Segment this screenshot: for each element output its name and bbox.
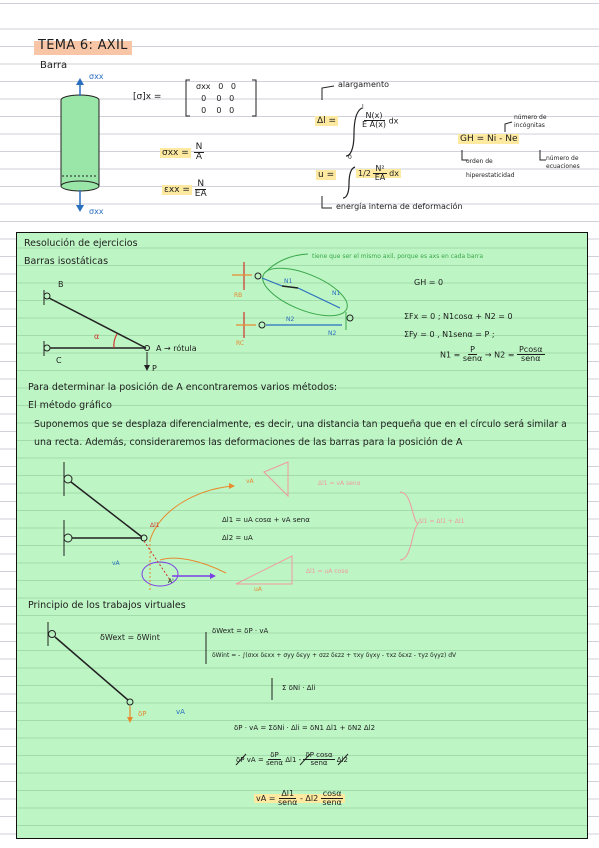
methods-intro: Para determinar la posición de A encontr… (28, 382, 338, 393)
section-subtitle: Barra (40, 60, 68, 71)
hyperstatic-formula: GH = Ni - Ne (458, 134, 520, 144)
graphic-method-text-1: Suponemos que se desplaza diferencialmen… (34, 419, 567, 430)
tensor-matrix: σxx 0 0 0 0 0 0 0 0 (196, 82, 237, 115)
exercise-box (16, 232, 588, 839)
fbd-n2-left: N2 (286, 316, 295, 323)
integral-upper: l (362, 104, 364, 111)
page-title: TEMA 6: AXIL (38, 38, 128, 53)
axial-note: tiene que ser el mismo axil, porque es a… (312, 253, 484, 260)
title-highlight (34, 41, 132, 55)
sketch-dl1-label: Δl1 (150, 522, 160, 529)
fbd-rc: RC (236, 340, 245, 347)
virtual-load-label: δP (138, 710, 147, 718)
graphic-method-heading: El método gráfico (28, 400, 112, 411)
integral-lower: 0 (348, 154, 352, 161)
box-heading: Resolución de ejercicios (24, 238, 138, 249)
hyperstatic-zero: GH = 0 (414, 278, 444, 287)
triangle-top-label: Δl1 = vA senα (318, 480, 361, 487)
node-b-label: B (58, 280, 64, 289)
elongation-formula: Δl = (315, 116, 339, 126)
triangle-va-label: vA (246, 478, 254, 485)
displaced-node-label: A' (168, 578, 174, 585)
sigma-top-label: σxx (89, 72, 104, 81)
triangle-bottom-label: Δl1 = uA cosα (306, 568, 349, 575)
tensor-lhs: [σ]x = (133, 92, 162, 102)
internal-work-eq: δWint = - ∫(σxx δεxx + σyy δεyy + σzz δε… (212, 652, 457, 659)
angle-label: α (94, 332, 100, 341)
elongation-fraction: N(x)E A(x) dx (362, 111, 399, 130)
fbd-n1-top: N1 (284, 278, 293, 285)
external-work-eq: δWext = δP · vA (212, 627, 269, 635)
node-a-label: A → rótula (156, 344, 197, 353)
energy-label: energía interna de deformación (336, 202, 463, 211)
top-sketch (60, 78, 546, 212)
virtual-work-expanded: δP · vA = ΣδNi · Δli = δN1 Δl1 + δN2 Δl2 (234, 724, 376, 732)
graphic-method-text-2: una recta. Además, consideraremos las de… (34, 437, 463, 448)
equilibrium-x: ΣFx = 0 ; N1cosα + N2 = 0 (404, 312, 513, 321)
vertical-displacement-label: vA (176, 708, 185, 716)
elongation-label: alargamento (338, 80, 389, 89)
node-c-label: C (56, 356, 62, 365)
virtual-work-heading: Principio de los trabajos virtuales (28, 600, 186, 611)
load-p-label: P (152, 364, 157, 373)
virtual-work-eq: δWext = δWint (100, 633, 160, 642)
fbd-n1-right: N1 (332, 290, 341, 297)
sketch-va-label: vA (112, 560, 120, 567)
equations-label: número de ecuaciones (546, 155, 580, 170)
deformation-sum-label: Δl1 = Δl1 + Δl1 (418, 518, 465, 525)
deformation-eq-2: Δl2 = uA (222, 534, 253, 542)
unknowns-label: número de incógnitas (514, 114, 547, 129)
internal-work-sum: Σ δNi · Δli (282, 684, 316, 692)
triangle-ua-label: uA (254, 586, 262, 593)
box-subheading: Barras isostáticas (24, 256, 109, 267)
energy-formula: u = (316, 170, 337, 180)
sigma-bottom-label: σxx (89, 207, 104, 216)
fbd-rb: RB (234, 292, 243, 299)
deformation-eq-1: Δl1 = uA cosα + vA senα (222, 516, 310, 524)
hyperstatic-degree-label: orden de hiperestaticidad (466, 158, 515, 179)
equilibrium-y: ΣFy = 0 , N1senα = P ; (404, 330, 495, 339)
fbd-n2-right: N2 (328, 330, 337, 337)
